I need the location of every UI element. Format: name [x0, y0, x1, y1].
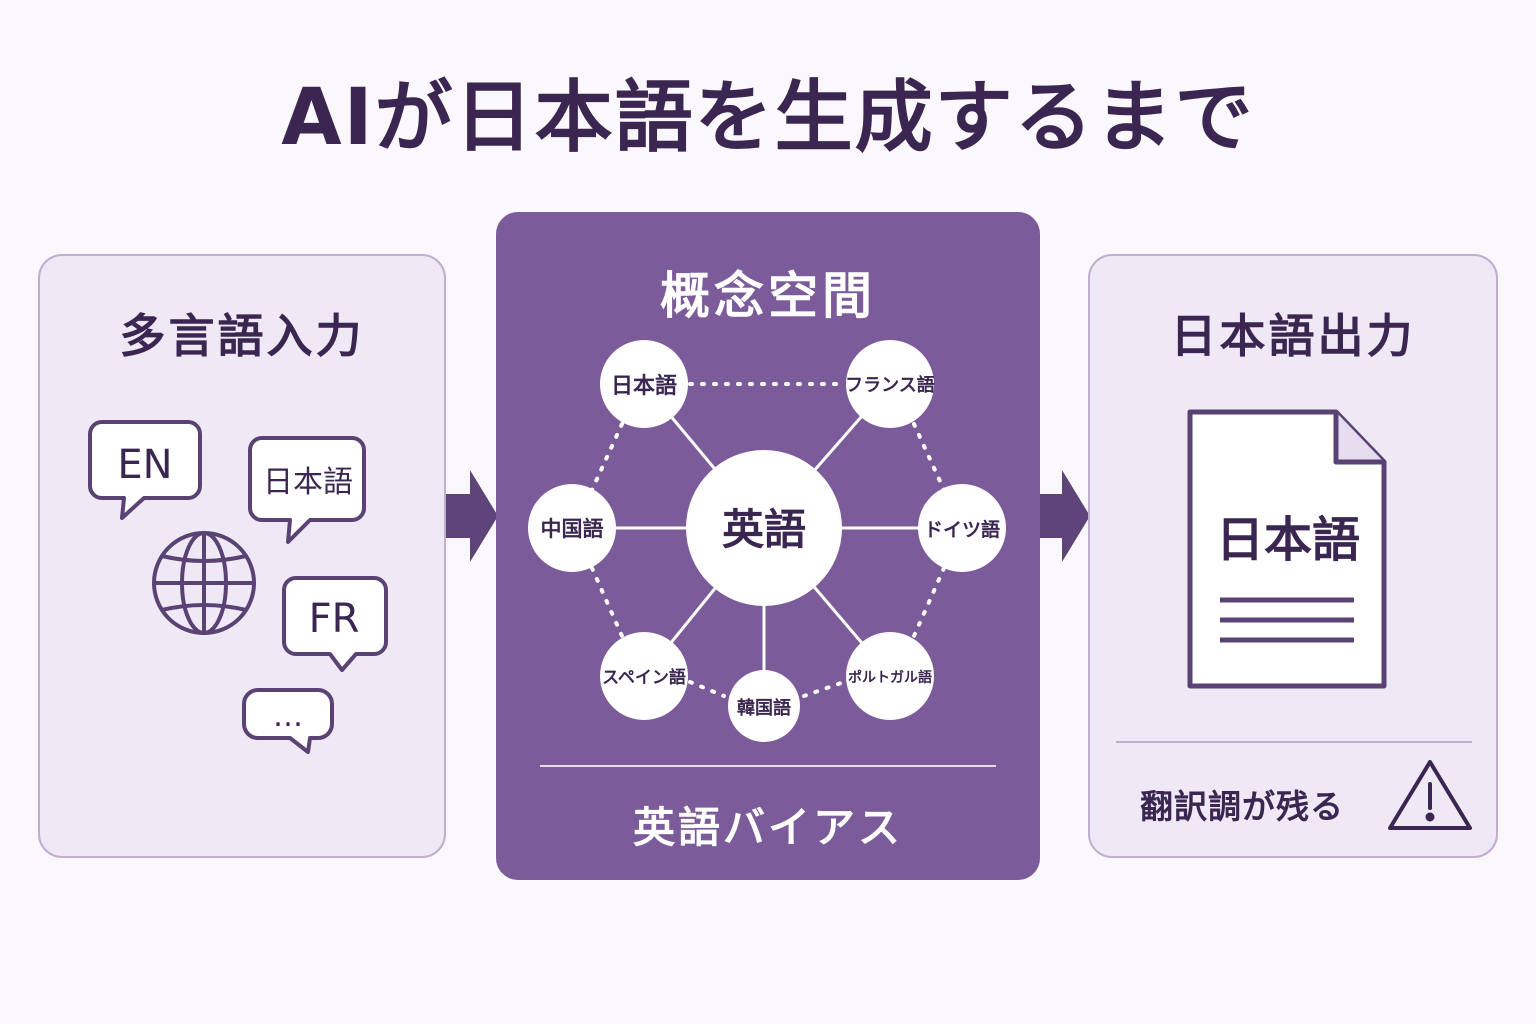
- node-japanese: [600, 340, 688, 428]
- flow-arrow-right-icon: [1040, 470, 1090, 562]
- bubble-more-label: …: [273, 699, 303, 734]
- speech-bubble-icon: [88, 420, 202, 520]
- node-korean: [728, 670, 800, 742]
- globe-icon: [152, 531, 256, 635]
- warning-label: 翻訳調が残る: [1140, 787, 1344, 826]
- speech-bubble-icon: [248, 436, 366, 544]
- document-icon: [1187, 409, 1387, 689]
- node-label: 韓国語: [737, 697, 791, 719]
- speech-bubble-icon: [242, 688, 334, 754]
- node-english-center: [686, 450, 842, 606]
- node-portuguese: [846, 632, 934, 720]
- network-ring: [590, 382, 946, 698]
- node-spanish: [600, 632, 688, 720]
- node-label: ドイツ語: [924, 518, 1000, 541]
- node-german: [918, 484, 1006, 572]
- bubble-en-label: EN: [117, 442, 172, 488]
- node-label: スペイン語: [602, 667, 686, 688]
- node-label: ポルトガル語: [848, 669, 932, 686]
- node-label: 中国語: [541, 517, 604, 541]
- node-label: フランス語: [845, 374, 935, 396]
- bubble-fr-label: FR: [309, 596, 360, 642]
- node-chinese: [528, 484, 616, 572]
- document-text: 日本語: [1216, 512, 1360, 568]
- speech-bubble-icon: [282, 576, 388, 672]
- node-french: [846, 340, 934, 428]
- warning-icon: [1388, 760, 1472, 830]
- bubble-ja-label: 日本語: [263, 465, 353, 500]
- output-panel-title: 日本語出力: [1170, 309, 1416, 363]
- center-node-label: 英語: [722, 505, 806, 554]
- node-label: 日本語: [611, 373, 677, 399]
- flow-arrow-left-icon: [446, 470, 498, 562]
- concept-panel-title: 概念空間: [660, 267, 876, 325]
- page-title: AIが日本語を生成するまで: [281, 73, 1255, 163]
- input-panel-title: 多言語入力: [119, 309, 365, 363]
- bias-label: 英語バイアス: [632, 803, 903, 852]
